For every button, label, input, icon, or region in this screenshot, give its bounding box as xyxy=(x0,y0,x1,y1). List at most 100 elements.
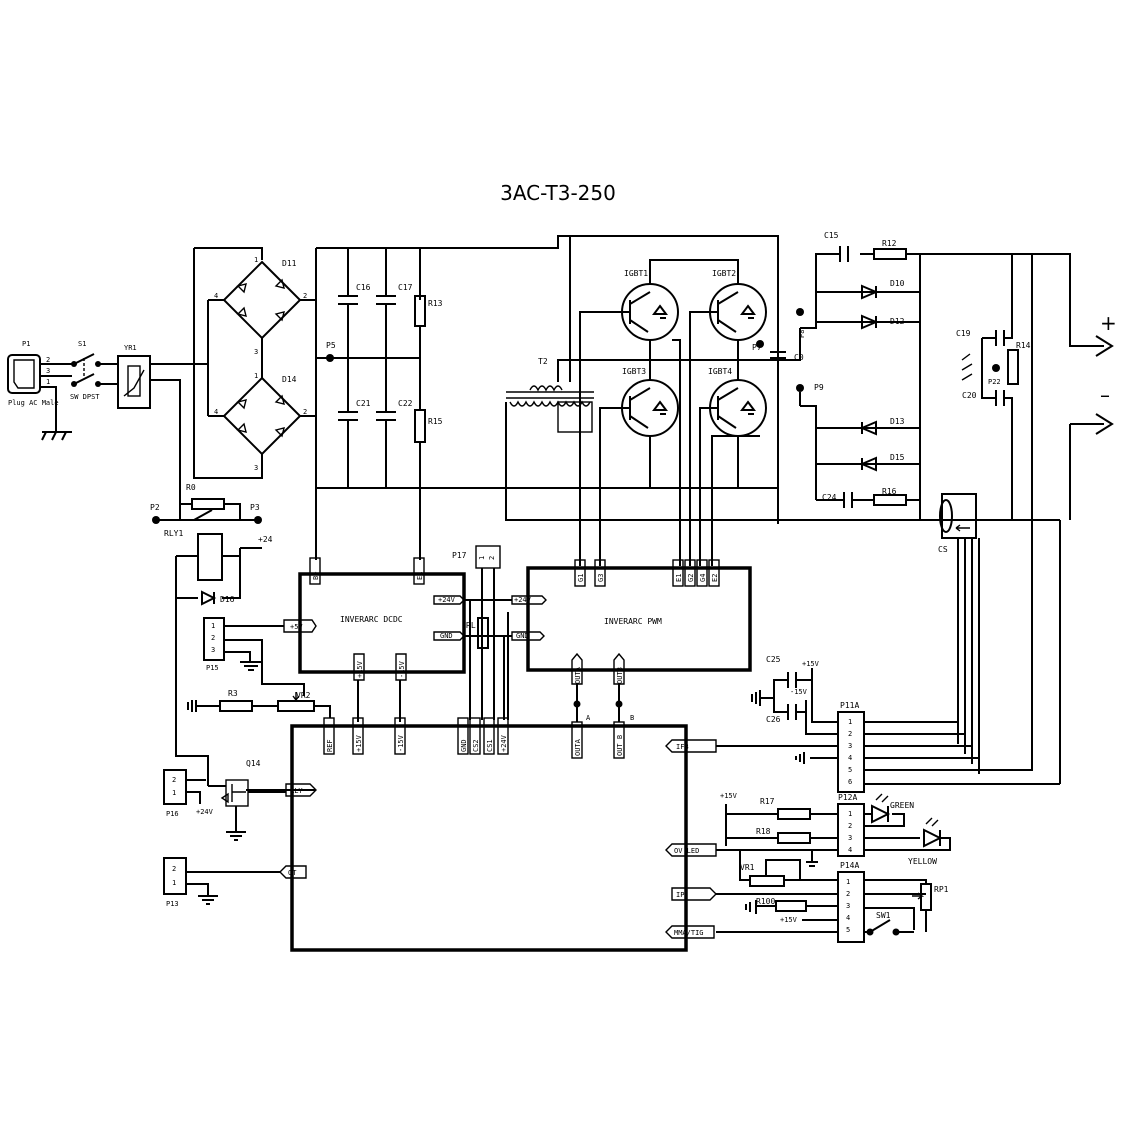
cap-c25-label: C25 xyxy=(766,655,781,664)
cap-c17-label: C17 xyxy=(398,283,413,292)
plug-label: Plug AC Male xyxy=(8,399,59,407)
resistor-r14-label: R14 xyxy=(1016,341,1031,350)
potentiometer-vr2-label: VR2 xyxy=(296,691,311,700)
pwm-pin-g1: G1 xyxy=(577,574,585,582)
ctrl-pin-ovled: OV LED xyxy=(674,847,699,855)
dcdc-pin-15v: +15V xyxy=(356,660,364,678)
svg-text:2: 2 xyxy=(846,890,850,898)
current-sensor-cs-label: CS xyxy=(938,545,948,554)
svg-text:3: 3 xyxy=(846,902,850,910)
ctrl-pin-outa: OUTA xyxy=(574,738,582,756)
test-point-p2-label: P2 xyxy=(150,503,160,512)
supply-15v-c-label: +15V xyxy=(780,916,798,924)
test-point-p22-label: P22 xyxy=(988,378,1001,386)
resistor-r17 xyxy=(777,808,811,820)
svg-text:1: 1 xyxy=(478,556,486,560)
connector-p12a xyxy=(837,803,865,857)
ground-icon xyxy=(806,850,818,867)
dcdc-pin-m15v: -15V xyxy=(398,660,406,678)
pwm-pin-g3: G3 xyxy=(597,574,605,582)
output-section: C15 R12 D10 D12 D13 D15 C24 R16 C19 C20 … xyxy=(752,231,1117,784)
bridge-rectifiers: D11 1 4 2 3 D14 1 4 2 3 xyxy=(193,247,316,479)
cap-c19-label: C19 xyxy=(956,329,971,338)
svg-text:1: 1 xyxy=(846,878,850,886)
ctrl-pin-mmatig: MMA/TIG xyxy=(674,929,704,937)
pwm-pin-e1: E1 xyxy=(675,574,683,582)
ctrl-pin-ip: IP xyxy=(676,891,684,899)
cap-c26-label: C26 xyxy=(766,715,781,724)
svg-text:1: 1 xyxy=(254,256,258,264)
ctrl-pin-24v: +24V xyxy=(500,734,508,752)
svg-text:2: 2 xyxy=(172,865,176,873)
resistor-r12-label: R12 xyxy=(882,239,897,248)
test-point-p7 xyxy=(756,340,764,348)
svg-text:1: 1 xyxy=(254,372,258,380)
igbt-2-label: IGBT2 xyxy=(712,269,736,278)
cap-c21-label: C21 xyxy=(356,399,371,408)
svg-text:1: 1 xyxy=(172,789,176,797)
p14a-label: P14A xyxy=(840,861,859,870)
potentiometer-rp1-label: RP1 xyxy=(934,885,949,894)
test-point-p22 xyxy=(992,364,1000,372)
ctrl-pin-gnd: GND xyxy=(460,739,468,752)
dc-bus-section: C16 C17 C21 C22 R13 R15 P5 T2 xyxy=(315,235,1060,560)
resistor-r0 xyxy=(191,498,225,510)
bridge-d11: D11 1 4 2 3 xyxy=(214,256,307,356)
pwm-title: INVERARC PWM xyxy=(604,617,662,626)
potentiometer-vr2 xyxy=(277,700,315,712)
svg-text:1: 1 xyxy=(172,879,176,887)
svg-text:1: 1 xyxy=(848,718,852,726)
p11a-label: P11A xyxy=(840,701,859,710)
connector-p11a xyxy=(837,711,865,793)
transformer-t2: T2 xyxy=(505,236,1060,521)
led-green xyxy=(871,804,891,824)
ctrl-pin-ot: OT xyxy=(288,869,297,877)
ground-icon xyxy=(240,661,262,671)
ground-icon xyxy=(226,831,246,841)
node-b-label: B xyxy=(630,714,634,722)
ctrl-pin-cs2: CS2 xyxy=(472,739,480,752)
ctrl-pin-outb: OUT B xyxy=(616,735,624,756)
test-point-p8 xyxy=(796,308,804,316)
output-minus: – xyxy=(1100,383,1110,407)
earth-ground-icon xyxy=(41,431,72,441)
test-point-p3 xyxy=(254,516,262,524)
diode-d12-label: D12 xyxy=(890,317,905,326)
cap-c16-label: C16 xyxy=(356,283,371,292)
supply-15v-b-label: +15V xyxy=(720,792,738,800)
diode-d16-label: D16 xyxy=(220,595,235,604)
plug-pin-2: 2 xyxy=(46,356,50,364)
pwm-pin-outb: OUTB xyxy=(616,667,624,684)
ac-plug-symbol xyxy=(7,354,41,394)
svg-text:4: 4 xyxy=(846,914,850,922)
ground-icon xyxy=(198,895,218,905)
inverarc-dcdc: INVERARC DCDC B+ E1 +24V GND +15V -15V xyxy=(298,557,512,722)
test-point-p8-label: P8 xyxy=(798,330,806,338)
resistor-r3-label: R3 xyxy=(228,689,238,698)
svg-text:4: 4 xyxy=(848,754,852,762)
resistor-r100-label: R100 xyxy=(756,897,775,906)
p16-label: P16 xyxy=(166,810,179,818)
resistor-r18 xyxy=(777,832,811,844)
bridge-d14: D14 1 4 2 3 xyxy=(214,372,307,472)
dcdc-pin-e1: E1 xyxy=(416,572,424,580)
dcdc-title: INVERARC DCDC xyxy=(340,615,403,624)
svg-text:1: 1 xyxy=(848,810,852,818)
plug-pin-3: 3 xyxy=(46,367,50,375)
potentiometer-vr1-label: VR1 xyxy=(740,863,755,872)
resistor-r15 xyxy=(414,409,426,443)
svg-text:2: 2 xyxy=(488,556,496,560)
ctrl-pin-15v: +15V xyxy=(355,734,363,752)
cap-c20-label: C20 xyxy=(962,391,977,400)
led-green-label: GREEN xyxy=(890,801,914,810)
plug-pin-1: 1 xyxy=(46,378,50,386)
switch-label: SW DPST xyxy=(70,393,100,401)
relay-rly1-label: RLY1 xyxy=(164,529,183,538)
led-yellow-label: YELLOW xyxy=(908,857,937,866)
resistor-r18-label: R18 xyxy=(756,827,771,836)
igbt-bridge: IGBT1 IGBT2 IGBT3 IGBT4 xyxy=(579,259,778,566)
plug-ref: P1 xyxy=(22,340,30,348)
p15-label: P15 xyxy=(206,664,219,672)
current-sensor-cs: CS xyxy=(938,493,980,774)
